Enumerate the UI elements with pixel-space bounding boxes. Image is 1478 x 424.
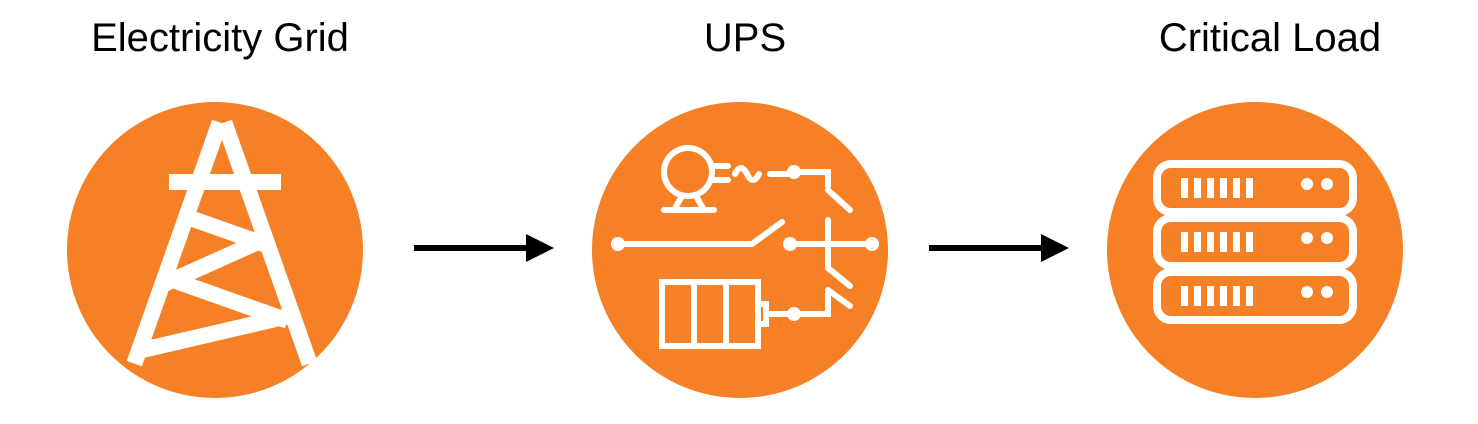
critical-load-node <box>1105 100 1405 400</box>
flow-arrow-grid-to-ups <box>412 228 562 268</box>
node-label-ups: UPS <box>703 16 787 60</box>
electricity-grid-node <box>65 100 365 400</box>
server-rack-icon <box>1107 102 1403 398</box>
node-label-electricity-grid: Electricity Grid <box>91 16 349 60</box>
flow-arrow-ups-to-load <box>927 228 1077 268</box>
transmission-tower-icon <box>67 102 363 398</box>
ups-schematic-icon <box>592 102 888 398</box>
ups-node <box>590 100 890 400</box>
node-label-critical-load: Critical Load <box>1158 16 1382 60</box>
